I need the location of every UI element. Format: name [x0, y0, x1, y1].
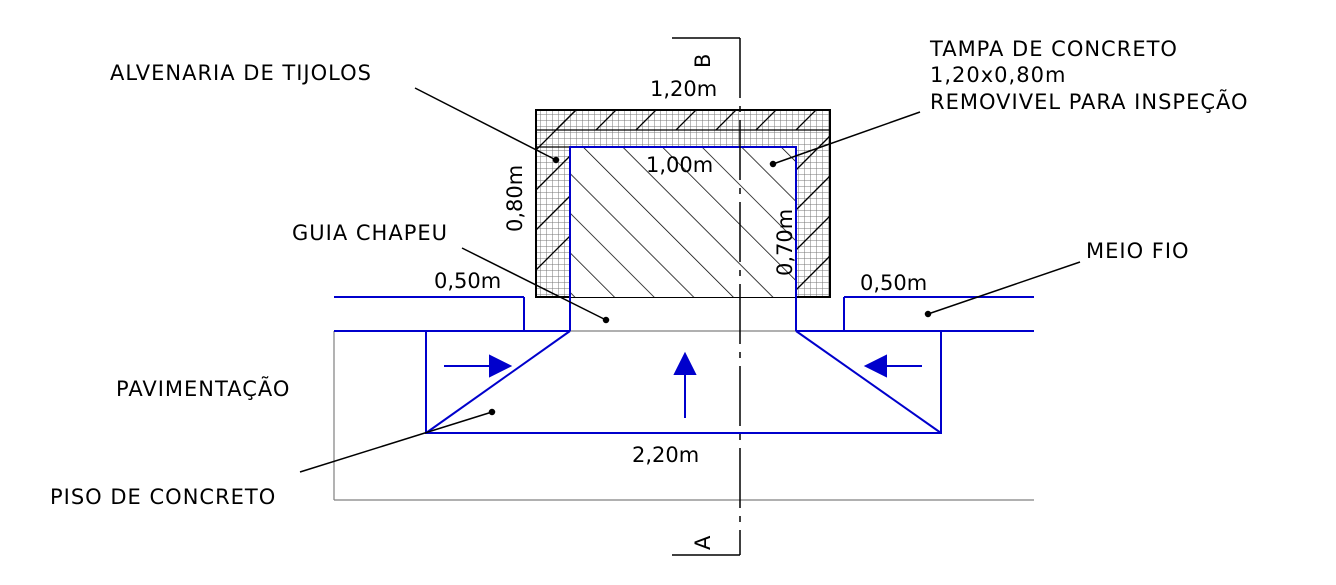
label-tampa-3: REMOVIVEL PARA INSPEÇÃO: [930, 88, 1249, 114]
dim-bottom-width: 2,20m: [632, 443, 699, 467]
arrow-right-icon: [444, 354, 513, 378]
leader-lines: [299, 87, 1081, 473]
dimension-labels: 1,20m 1,00m 0,80m 0,70m 0,50m 0,50m 2,20…: [434, 77, 927, 467]
dim-left-curb: 0,50m: [434, 269, 501, 293]
section-mark-top: B: [691, 53, 715, 68]
flow-arrows: [444, 351, 922, 418]
annotation-labels: ALVENARIA DE TIJOLOS TAMPA DE CONCRETO 1…: [50, 37, 1249, 509]
arrow-left-icon: [863, 354, 922, 378]
section-line: [672, 37, 741, 556]
arrow-up-icon: [673, 351, 697, 418]
label-pavimentacao: PAVIMENTAÇÃO: [116, 375, 290, 401]
label-piso: PISO DE CONCRETO: [50, 485, 276, 509]
label-meio-fio: MEIO FIO: [1086, 239, 1190, 263]
dim-height-inner: 0,70m: [773, 209, 797, 276]
section-marks: B A: [691, 53, 715, 550]
dim-inner-width: 1,00m: [646, 153, 713, 177]
label-guia: GUIA CHAPEU: [292, 221, 448, 245]
dim-width-top: 1,20m: [650, 77, 717, 101]
concrete-lid: [570, 147, 796, 297]
label-tampa-2: 1,20x0,80m: [930, 63, 1066, 87]
section-mark-bottom: A: [691, 535, 715, 550]
label-alvenaria: ALVENARIA DE TIJOLOS: [110, 61, 372, 85]
label-tampa-1: TAMPA DE CONCRETO: [929, 37, 1178, 61]
dim-height-total: 0,80m: [503, 165, 527, 232]
drainage-outline: [334, 146, 1034, 434]
dim-right-curb: 0,50m: [860, 271, 927, 295]
